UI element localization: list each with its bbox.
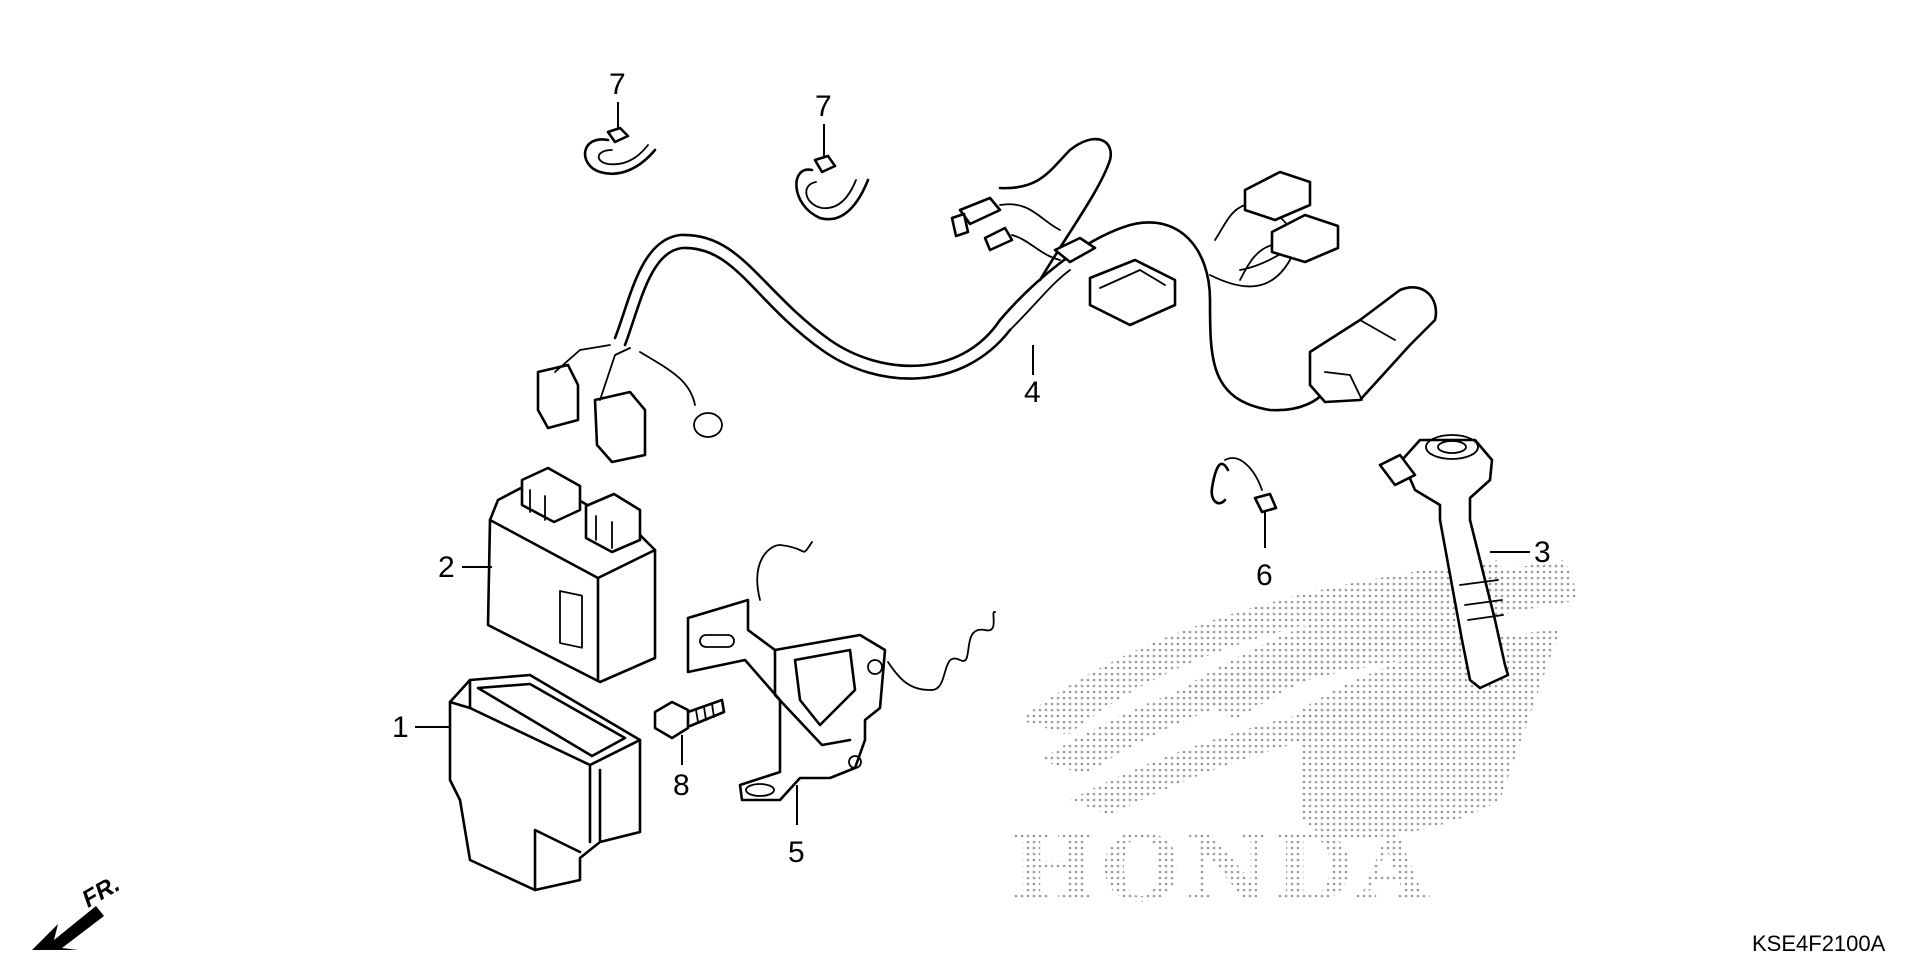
leader-lines	[415, 102, 1530, 825]
callout-2: 2	[438, 551, 455, 584]
part-8-bolt	[653, 698, 726, 740]
callout-3: 3	[1534, 536, 1551, 569]
callout-1: 1	[392, 711, 409, 744]
front-direction-arrow: FR.	[32, 870, 124, 950]
callout-4: 4	[1024, 376, 1041, 409]
front-direction-label: FR.	[78, 870, 125, 913]
part-7-clamp-right	[795, 154, 870, 221]
part-6-clamp	[1210, 457, 1278, 514]
callout-7-right: 7	[815, 90, 832, 123]
part-3-ignition-coil	[1378, 434, 1510, 690]
part-1-ecu-holder	[448, 673, 642, 892]
part-7-clamp-left	[583, 126, 657, 176]
part-4-wire-harness	[536, 137, 1438, 464]
callout-5: 5	[788, 836, 805, 869]
callout-8: 8	[673, 769, 690, 802]
callout-6: 6	[1256, 559, 1273, 592]
part-5-bracket	[686, 541, 996, 802]
callout-7-left: 7	[609, 68, 626, 101]
part-2-ecu-unit	[486, 466, 657, 684]
figure-code: KSE4F2100A	[1752, 931, 1886, 956]
honda-logo-lettering: HONDA	[1010, 814, 1432, 922]
